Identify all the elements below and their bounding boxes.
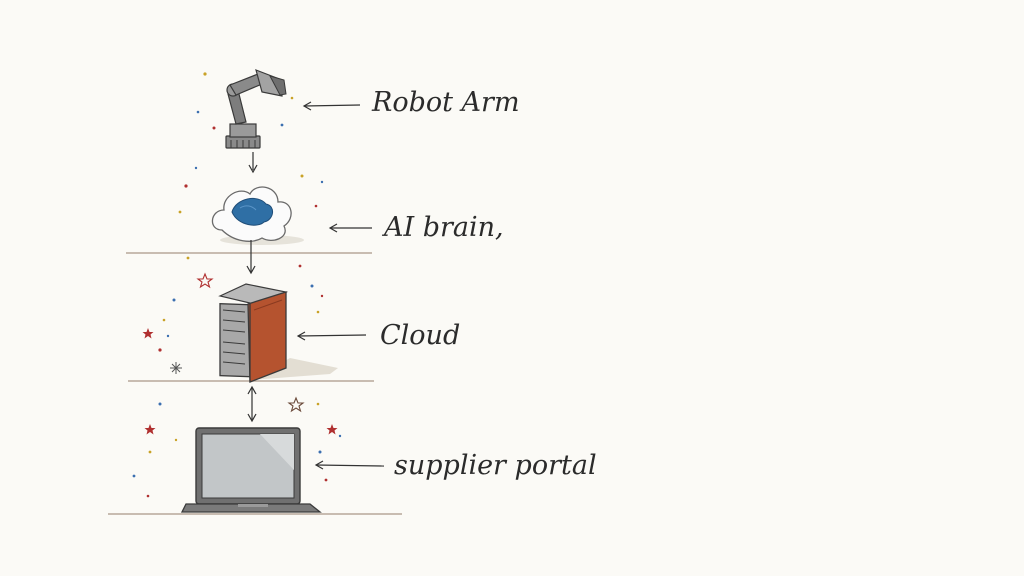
label-ai-brain: AI brain,: [381, 212, 504, 243]
server-tower-icon: [218, 283, 338, 383]
confetti-dots: [132, 72, 342, 498]
label-cloud: Cloud: [380, 320, 460, 351]
laptop-icon: [180, 427, 322, 513]
label-supplier-portal: supplier portal: [394, 450, 597, 481]
vertical-connectors: [246, 152, 258, 423]
cloud-brain-icon: [211, 186, 304, 245]
decorative-stars: [142, 272, 338, 435]
label-pointer-arrows: [296, 101, 385, 470]
robot-arm-icon: [225, 69, 287, 149]
label-robot-arm: Robot Arm: [371, 87, 520, 118]
